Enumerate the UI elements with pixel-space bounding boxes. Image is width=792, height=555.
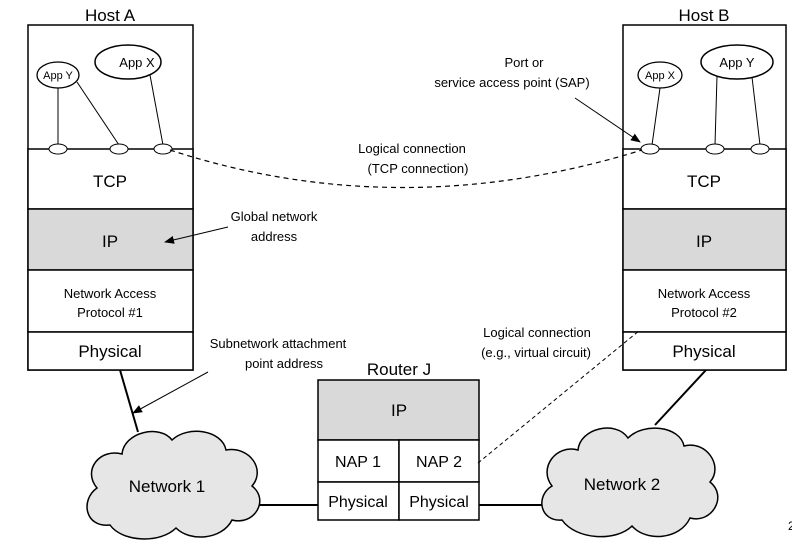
- router-physical1-label: Physical: [328, 494, 388, 511]
- sap-arrow: [574, 97, 641, 143]
- sap-annotation-line1: Port or: [504, 55, 544, 70]
- page-number: 2: [788, 519, 792, 533]
- host-a-nap-line2: Protocol #1: [77, 305, 143, 320]
- host-a-app-y-label: App Y: [43, 70, 73, 82]
- virtual-circuit-annotation-line2: (e.g., virtual circuit): [481, 345, 591, 360]
- host-b-app-x-link: [651, 87, 661, 146]
- subnet-arrow: [132, 371, 209, 414]
- router-ip-layer: [317, 379, 480, 441]
- network-2-cloud: Network 2: [541, 427, 719, 538]
- host-b-physical-label: Physical: [672, 342, 735, 361]
- subnet-annotation-line2: point address: [245, 356, 324, 371]
- host-b: Host B App X App Y TCP IP Network Access…: [622, 6, 787, 371]
- tcp-connection-annotation-line1: Logical connection: [358, 141, 466, 156]
- router-physical1-layer: [317, 481, 400, 521]
- host-a-app-x-link: [149, 74, 164, 146]
- host-b-ip-label: IP: [696, 232, 712, 251]
- host-b-app-y-label: App Y: [719, 55, 755, 70]
- global-address-arrow: [164, 226, 229, 244]
- host-a-nap-layer: [27, 269, 194, 333]
- host-a-app-y-link-2: [76, 81, 120, 146]
- host-a-app-x: [94, 44, 162, 80]
- network-1-cloud: Network 1: [86, 430, 261, 540]
- network-1-label: Network 1: [129, 477, 206, 496]
- router-physical2-layer: [398, 481, 480, 521]
- network-1-cloud-shape: [86, 430, 261, 540]
- router-nap1-label: NAP 1: [335, 454, 381, 471]
- host-b-nap-line2: Protocol #2: [671, 305, 737, 320]
- host-a-app-x-label: App X: [119, 55, 155, 70]
- virtual-circuit-annotation-line1: Logical connection: [483, 325, 591, 340]
- host-b-ip-layer: [622, 208, 787, 271]
- router-nap1-layer: [317, 439, 400, 483]
- host-a-physical-layer: [27, 331, 194, 371]
- host-a-ip-label: IP: [102, 232, 118, 251]
- router-physical2-label: Physical: [409, 494, 469, 511]
- host-b-app-x-label: App X: [645, 70, 676, 82]
- host-a-to-network-1-link: [119, 369, 139, 433]
- host-b-port-3: [750, 143, 770, 155]
- global-address-annotation-line2: address: [251, 229, 298, 244]
- host-b-to-network-2-link: [654, 369, 707, 426]
- subnet-annotation-line1: Subnetwork attachment: [210, 336, 347, 351]
- router-ip-label: IP: [391, 401, 407, 420]
- router-title: Router J: [367, 360, 431, 379]
- host-b-tcp-layer: [622, 148, 787, 210]
- host-a-port-3: [153, 143, 173, 155]
- host-b-nap-line1: Network Access: [658, 286, 751, 301]
- host-a-tcp-label: TCP: [93, 172, 127, 191]
- host-a-port-1: [48, 143, 68, 155]
- host-a: Host A App Y App X TCP IP Network Access…: [27, 6, 194, 371]
- host-b-physical-layer: [622, 331, 787, 371]
- tcp-logical-connection-curve: [169, 149, 643, 189]
- sap-annotation-line2: service access point (SAP): [434, 75, 589, 90]
- network-2-cloud-shape: [541, 427, 719, 538]
- router-nap2-label: NAP 2: [416, 454, 462, 471]
- network-2-label: Network 2: [584, 475, 661, 494]
- host-b-port-1: [640, 143, 660, 155]
- tcp-connection-annotation-line2: (TCP connection): [368, 161, 469, 176]
- host-a-port-2: [109, 143, 129, 155]
- global-address-annotation-line1: Global network: [231, 209, 318, 224]
- host-a-physical-label: Physical: [78, 342, 141, 361]
- host-b-port-2: [705, 143, 725, 155]
- host-b-app-y-link-2: [751, 76, 761, 146]
- router-j: Router J IP NAP 1 NAP 2 Physical Physica…: [317, 360, 480, 521]
- host-b-nap-layer: [622, 269, 787, 333]
- host-b-app-y-link-1: [714, 75, 718, 146]
- router-nap2-layer: [398, 439, 480, 483]
- host-b-app-y: [700, 44, 774, 80]
- host-b-title: Host B: [678, 6, 729, 25]
- host-a-nap-line1: Network Access: [64, 286, 157, 301]
- host-b-tcp-label: TCP: [687, 172, 721, 191]
- host-a-title: Host A: [85, 6, 136, 25]
